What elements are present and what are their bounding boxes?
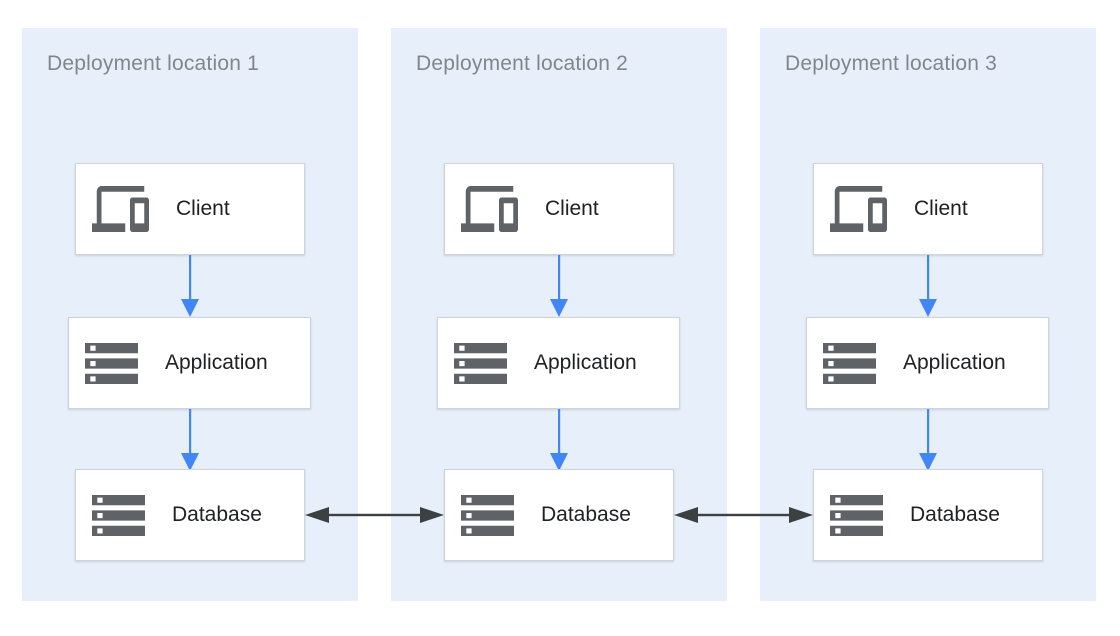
flow-arrow-down-icon bbox=[181, 255, 199, 317]
storage-icon bbox=[454, 342, 507, 384]
flow-arrow-down-icon bbox=[919, 255, 937, 317]
node-label: Database bbox=[541, 503, 631, 526]
deployment-panel-1: Deployment location 1 Client Application… bbox=[22, 28, 358, 601]
storage-icon bbox=[92, 494, 145, 536]
node-label: Client bbox=[914, 197, 968, 220]
devices-icon bbox=[92, 186, 149, 232]
flow-arrow-down-icon bbox=[181, 409, 199, 471]
panel-title: Deployment location 3 bbox=[785, 52, 997, 75]
node-label: Database bbox=[172, 503, 262, 526]
devices-icon bbox=[461, 186, 518, 232]
node-label: Client bbox=[545, 197, 599, 220]
database-node: Database bbox=[444, 469, 674, 561]
flow-arrow-down-icon bbox=[550, 255, 568, 317]
panel-title: Deployment location 1 bbox=[47, 52, 259, 75]
client-node: Client bbox=[444, 163, 674, 255]
storage-icon bbox=[830, 494, 883, 536]
storage-icon bbox=[823, 342, 876, 384]
node-label: Application bbox=[534, 351, 637, 374]
client-node: Client bbox=[75, 163, 305, 255]
database-sync-arrow-icon bbox=[674, 507, 813, 523]
node-label: Application bbox=[903, 351, 1006, 374]
panel-title: Deployment location 2 bbox=[416, 52, 628, 75]
storage-icon bbox=[461, 494, 514, 536]
application-node: Application bbox=[437, 317, 680, 409]
flow-arrow-down-icon bbox=[919, 409, 937, 471]
application-node: Application bbox=[68, 317, 311, 409]
storage-icon bbox=[85, 342, 138, 384]
database-node: Database bbox=[813, 469, 1043, 561]
devices-icon bbox=[830, 186, 887, 232]
database-sync-arrow-icon bbox=[305, 507, 444, 523]
deployment-panel-3: Deployment location 3 Client Application… bbox=[760, 28, 1096, 601]
deployment-panel-2: Deployment location 2 Client Application… bbox=[391, 28, 727, 601]
flow-arrow-down-icon bbox=[550, 409, 568, 471]
application-node: Application bbox=[806, 317, 1049, 409]
node-label: Database bbox=[910, 503, 1000, 526]
client-node: Client bbox=[813, 163, 1043, 255]
database-node: Database bbox=[75, 469, 305, 561]
node-label: Application bbox=[165, 351, 268, 374]
node-label: Client bbox=[176, 197, 230, 220]
